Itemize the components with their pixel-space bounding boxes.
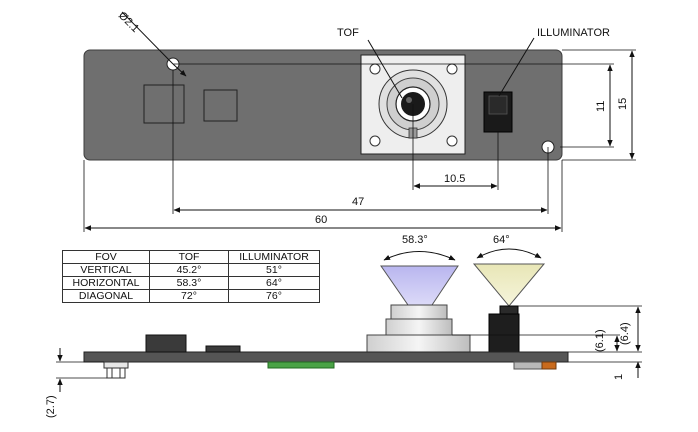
tof-fov-cone [380,265,459,306]
table-cell: 51° [228,263,320,277]
tof-fov-angle: 58.3° [402,234,428,246]
table-cell: 45.2° [149,263,229,277]
dim-10-5: 10.5 [444,173,465,185]
table-row: VERTICAL 45.2° 51° [62,263,320,277]
illuminator-top [483,91,513,133]
table-header-row: FOV TOF ILLUMINATOR [62,250,320,264]
table-row: DIAGONAL 72° 76° [62,289,320,303]
table-cell: 76° [228,289,320,303]
right-pin-grey [513,361,543,370]
pcb-board-side [83,351,569,363]
illuminator-fov-cone [472,263,546,307]
dim-1: 1 [613,374,625,380]
table-cell: HORIZONTAL [62,276,150,290]
dim-47: 47 [352,196,364,208]
component-block-2 [205,345,241,353]
table-cell: 72° [149,289,229,303]
fov-table: FOV TOF ILLUMINATOR VERTICAL 45.2° 51° H… [62,250,320,303]
dim-60: 60 [315,214,327,226]
illuminator-side [488,305,520,353]
table-header-cell: FOV [62,250,150,264]
side-view: 58.3° 64° [45,234,642,418]
top-view: TOF ILLUMINATOR Ø2.1 10.5 47 60 11 15 [83,10,636,232]
illuminator-fov-angle: 64° [493,234,510,246]
table-row: HORIZONTAL 58.3° 64° [62,276,320,290]
table-cell: 64° [228,276,320,290]
green-connector [267,361,335,369]
table-cell: VERTICAL [62,263,150,277]
dim-6-1: (6.1) [594,329,606,352]
component-block-1 [145,334,187,353]
table-cell: DIAGONAL [62,289,150,303]
left-standoff [103,361,129,379]
tof-lens-side [366,304,471,353]
dim-11: 11 [595,101,607,112]
hole-diameter-label: Ø2.1 [116,10,141,35]
table-cell: 58.3° [149,276,229,290]
illuminator-label: ILLUMINATOR [537,27,610,39]
table-header-cell: ILLUMINATOR [228,250,320,264]
dim-6-4: (6.4) [619,322,631,345]
right-pin-orange [541,361,557,370]
dim-2-7: (2.7) [45,395,57,418]
dim-15: 15 [617,98,629,110]
square-pad-2 [203,89,238,122]
tof-label: TOF [337,27,359,39]
square-pad-1 [143,84,185,124]
table-header-cell: TOF [149,250,229,264]
